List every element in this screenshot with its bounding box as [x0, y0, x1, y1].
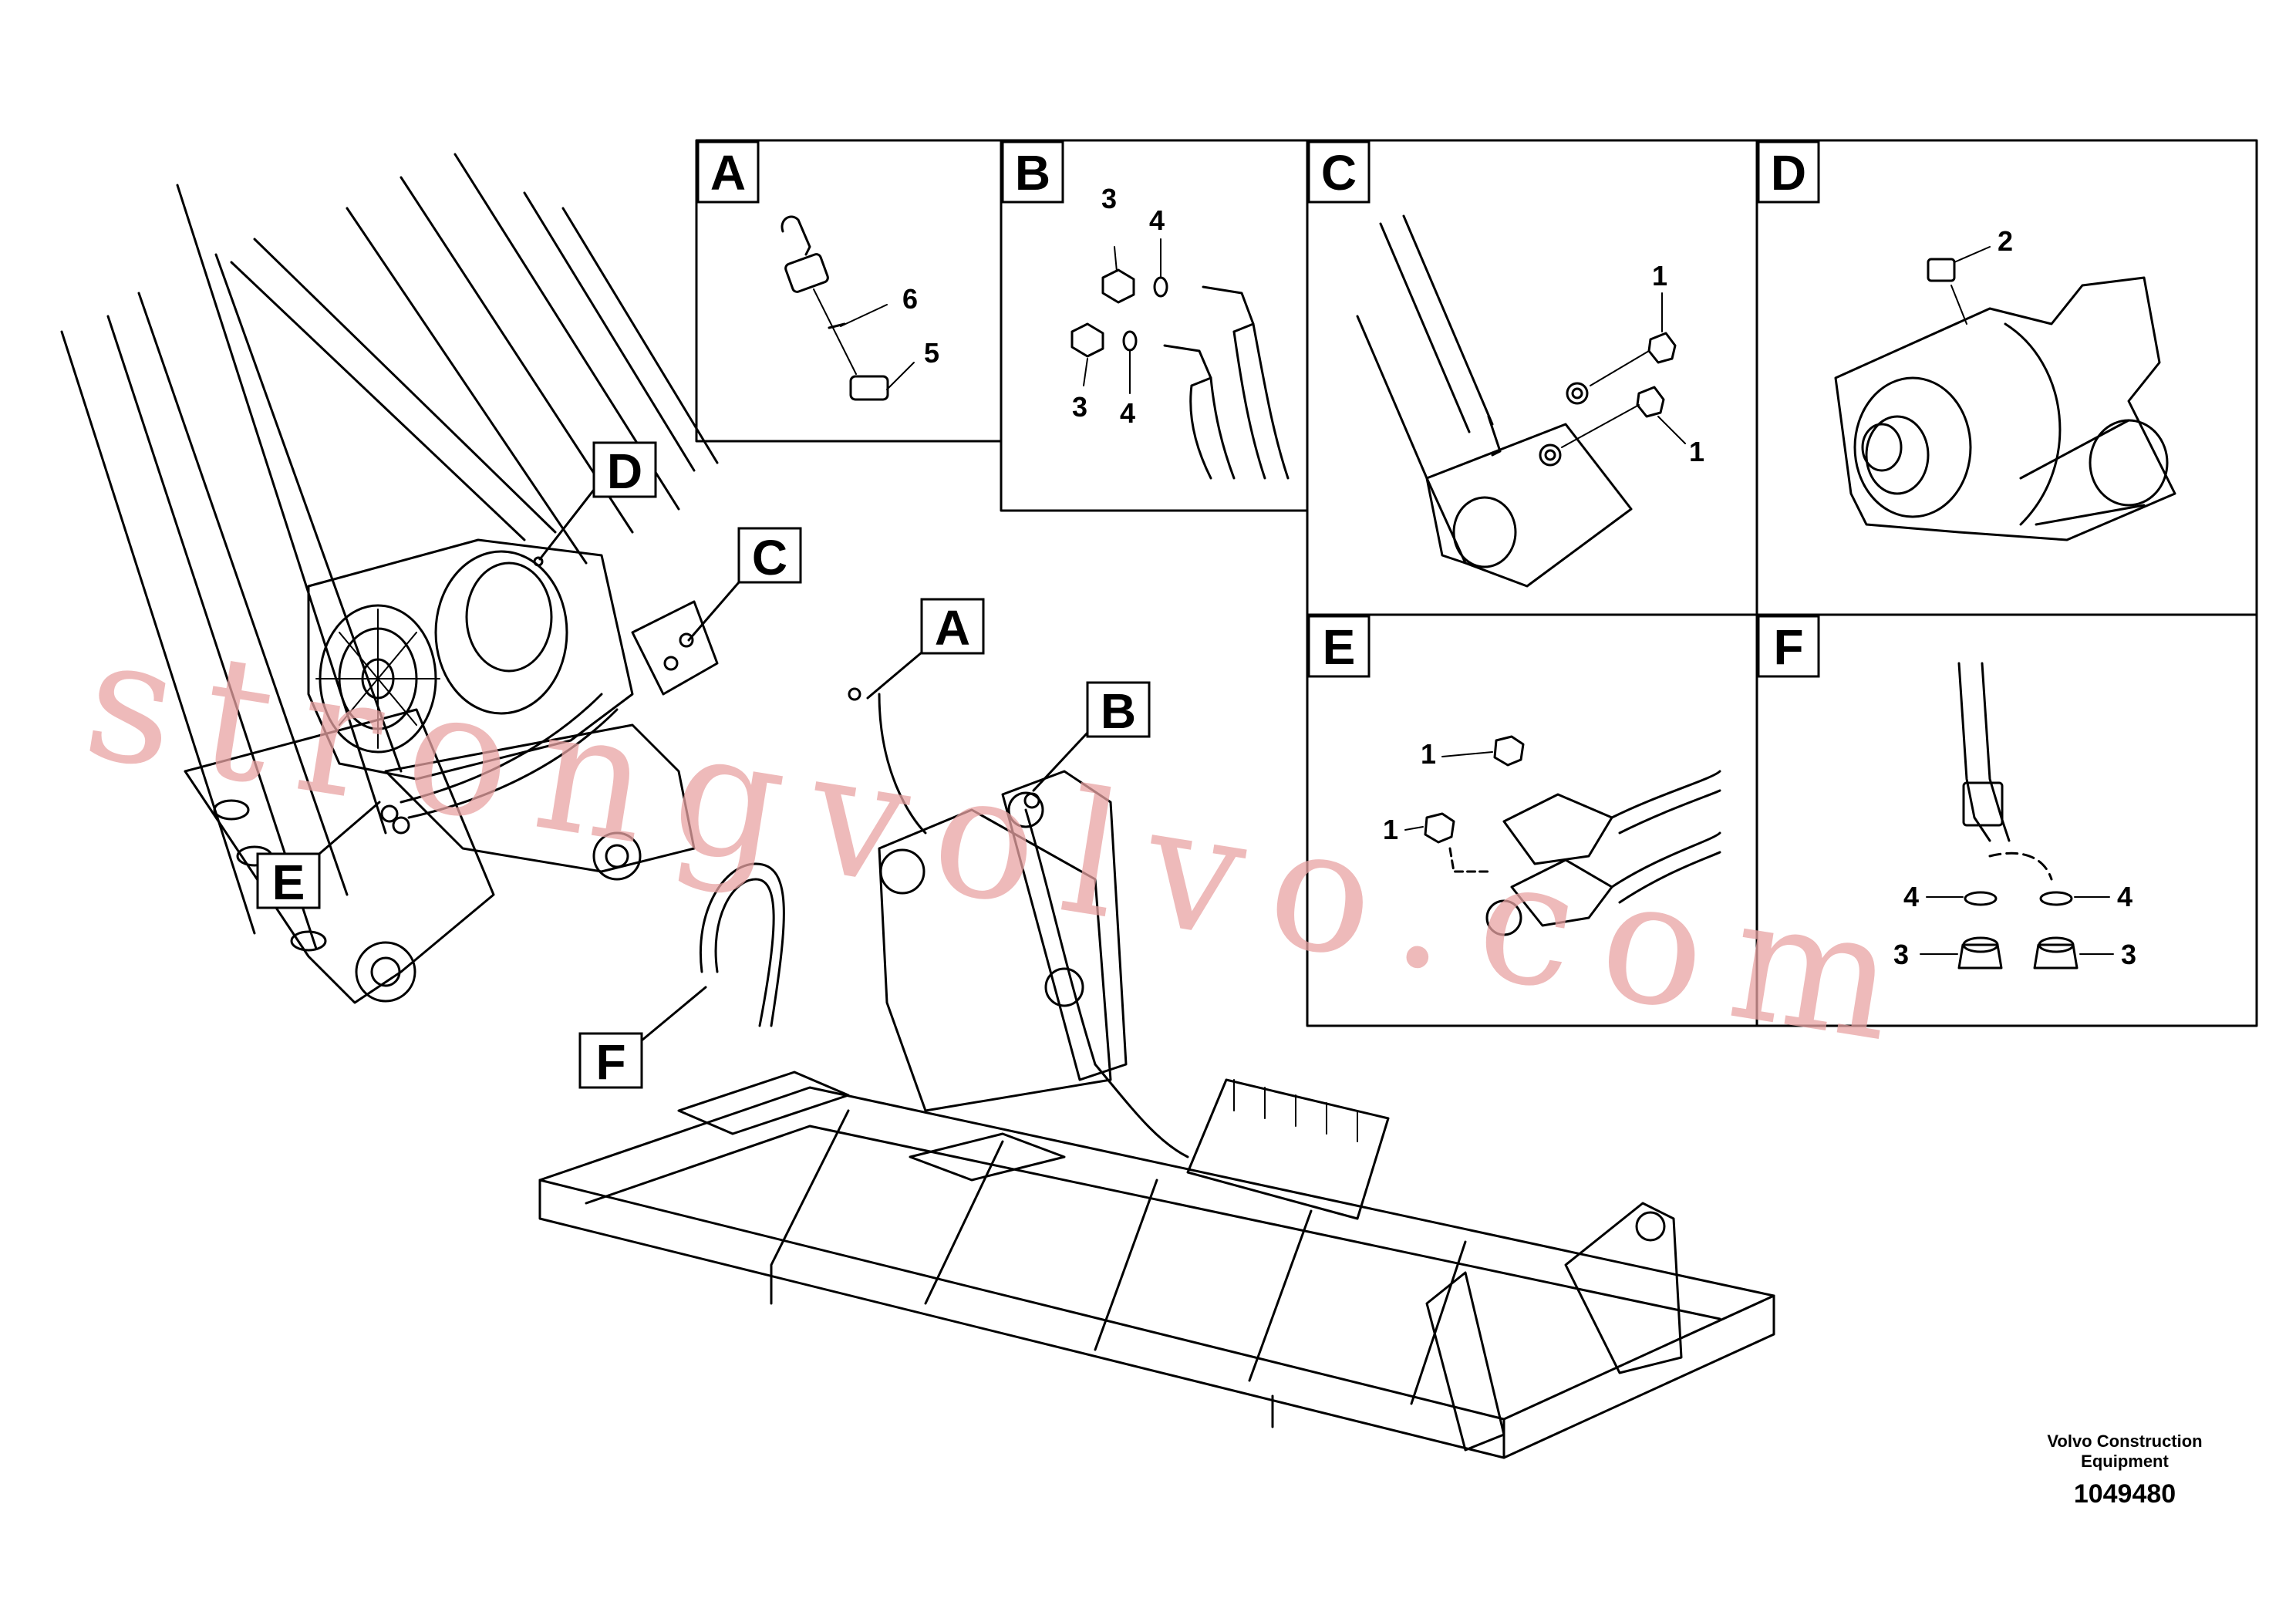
panel-f-part-4-left: 4 — [1903, 881, 1919, 912]
callout-c: C — [687, 527, 802, 642]
callout-b-label: B — [1101, 683, 1136, 739]
panel-a: A 6 5 — [696, 140, 939, 401]
panel-e-letter: E — [1323, 619, 1356, 675]
callout-a: A — [866, 598, 985, 700]
panel-f-part-3-right: 3 — [2121, 939, 2136, 970]
panel-b-letter: B — [1015, 145, 1050, 201]
panel-a-part-5: 5 — [924, 337, 939, 369]
panel-c-part-1-bottom: 1 — [1689, 436, 1704, 467]
panel-f-letter: F — [1773, 619, 1803, 675]
panel-b-part-3-top: 3 — [1101, 183, 1117, 214]
title-block: Volvo Construction Equipment 1049480 — [2047, 1431, 2202, 1509]
callout-a-label: A — [935, 600, 970, 656]
panel-e-part-1-top: 1 — [1421, 738, 1436, 770]
callout-b: B — [1032, 681, 1151, 792]
upper-frame-drawing — [538, 687, 1775, 1459]
company-name-line1: Volvo Construction — [2047, 1431, 2202, 1451]
panel-b-part-4-top: 4 — [1149, 204, 1165, 236]
panel-f: F 4 4 3 3 — [1757, 615, 2136, 970]
panel-f-part-4-right: 4 — [2117, 881, 2132, 912]
panel-c: C 1 1 — [1307, 140, 1704, 588]
detail-panels — [695, 139, 2258, 1027]
panel-b-part-3-bottom: 3 — [1072, 391, 1087, 423]
callout-d: D — [538, 441, 657, 561]
panel-e-part-1-bottom: 1 — [1383, 814, 1398, 845]
callout-f: F — [578, 986, 707, 1090]
panel-a-letter: A — [710, 145, 746, 201]
panel-e: E 1 1 — [1307, 615, 1721, 936]
callout-e: E — [256, 801, 381, 910]
boom-assembly-drawing — [60, 153, 719, 1004]
panel-c-part-1-top: 1 — [1652, 260, 1667, 292]
watermark-text: strongvolvo.com — [73, 599, 1937, 1084]
panel-b: B 3 4 3 4 — [1001, 140, 1290, 480]
panel-b-part-4-bottom: 4 — [1120, 397, 1135, 429]
panel-d-letter: D — [1771, 145, 1806, 201]
panel-f-part-3-left: 3 — [1893, 939, 1909, 970]
panel-d-part-2: 2 — [1998, 225, 2013, 257]
panel-d: D 2 — [1757, 140, 2176, 541]
company-name-line2: Equipment — [2081, 1452, 2169, 1471]
callout-d-label: D — [607, 443, 642, 499]
drawing-number: 1049480 — [2074, 1479, 2176, 1509]
callout-f-label: F — [595, 1034, 625, 1090]
panel-c-letter: C — [1321, 145, 1357, 201]
callout-c-label: C — [752, 530, 787, 585]
callout-e-label: E — [272, 855, 305, 910]
panel-a-part-6: 6 — [902, 283, 918, 315]
